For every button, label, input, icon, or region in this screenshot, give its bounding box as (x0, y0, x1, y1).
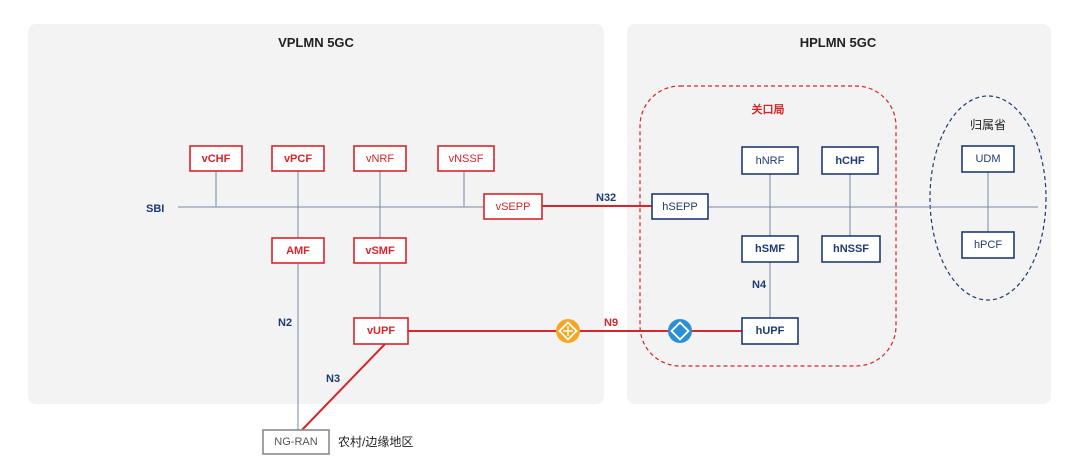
province-region (929, 95, 1047, 301)
hnssf-node[interactable]: hNSSF (821, 235, 881, 263)
vupf-node[interactable]: vUPF (353, 317, 409, 345)
hchf-node[interactable]: hCHF (821, 146, 879, 175)
hpcf-node[interactable]: hPCF (961, 231, 1015, 259)
n4-label: N4 (752, 279, 767, 291)
hplmn-panel (627, 24, 1051, 404)
vchf-label: vCHF (202, 153, 231, 165)
orange-diamond-icon (556, 319, 580, 343)
hnssf-label: hNSSF (833, 243, 869, 255)
hsmf-node[interactable]: hSMF (741, 235, 799, 263)
ngran-label: NG-RAN (274, 436, 317, 448)
hpcf-label: hPCF (974, 239, 1002, 251)
gateway-region (639, 85, 897, 367)
vchf-node[interactable]: vCHF (189, 145, 243, 172)
hnrf-node[interactable]: hNRF (741, 146, 799, 175)
vnssf-label: vNSSF (449, 153, 484, 165)
vpcf-node[interactable]: vPCF (271, 145, 325, 172)
vsmf-node[interactable]: vSMF (353, 237, 407, 264)
vupf-label: vUPF (367, 325, 395, 337)
hsepp-label: hSEPP (662, 201, 697, 213)
vnrf-node[interactable]: vNRF (353, 145, 407, 172)
n32-label: N32 (596, 192, 616, 204)
rural-label: 农村/边缘地区 (338, 435, 413, 449)
vsmf-label: vSMF (365, 245, 395, 257)
vsepp-label: vSEPP (496, 201, 531, 213)
vnssf-node[interactable]: vNSSF (437, 145, 495, 172)
hupf-node[interactable]: hUPF (741, 317, 799, 345)
n9-label: N9 (604, 317, 618, 329)
gateway-title: 关口局 (752, 102, 785, 116)
hchf-label: hCHF (835, 155, 865, 167)
hsmf-label: hSMF (755, 243, 785, 255)
amf-node[interactable]: AMF (271, 237, 325, 264)
n3-link (299, 343, 386, 433)
province-title: 归属省 (970, 118, 1006, 132)
hupf-label: hUPF (756, 325, 785, 337)
ngran-node[interactable]: NG-RAN (262, 429, 330, 455)
hsepp-node[interactable]: hSEPP (651, 193, 709, 220)
hplmn-title: HPLMN 5GC (800, 35, 877, 50)
udm-label: UDM (975, 153, 1000, 165)
hnrf-label: hNRF (756, 155, 785, 167)
vplmn-panel (28, 24, 604, 404)
vpcf-label: vPCF (284, 153, 312, 165)
udm-node[interactable]: UDM (961, 145, 1015, 173)
vsepp-node[interactable]: vSEPP (483, 193, 543, 220)
n2-label: N2 (278, 317, 292, 329)
n3-label: N3 (326, 373, 340, 385)
vnrf-label: vNRF (366, 153, 394, 165)
vplmn-title: VPLMN 5GC (278, 35, 354, 50)
blue-diamond-icon (668, 319, 692, 343)
amf-label: AMF (286, 245, 310, 257)
sbi-label: SBI (146, 203, 164, 215)
